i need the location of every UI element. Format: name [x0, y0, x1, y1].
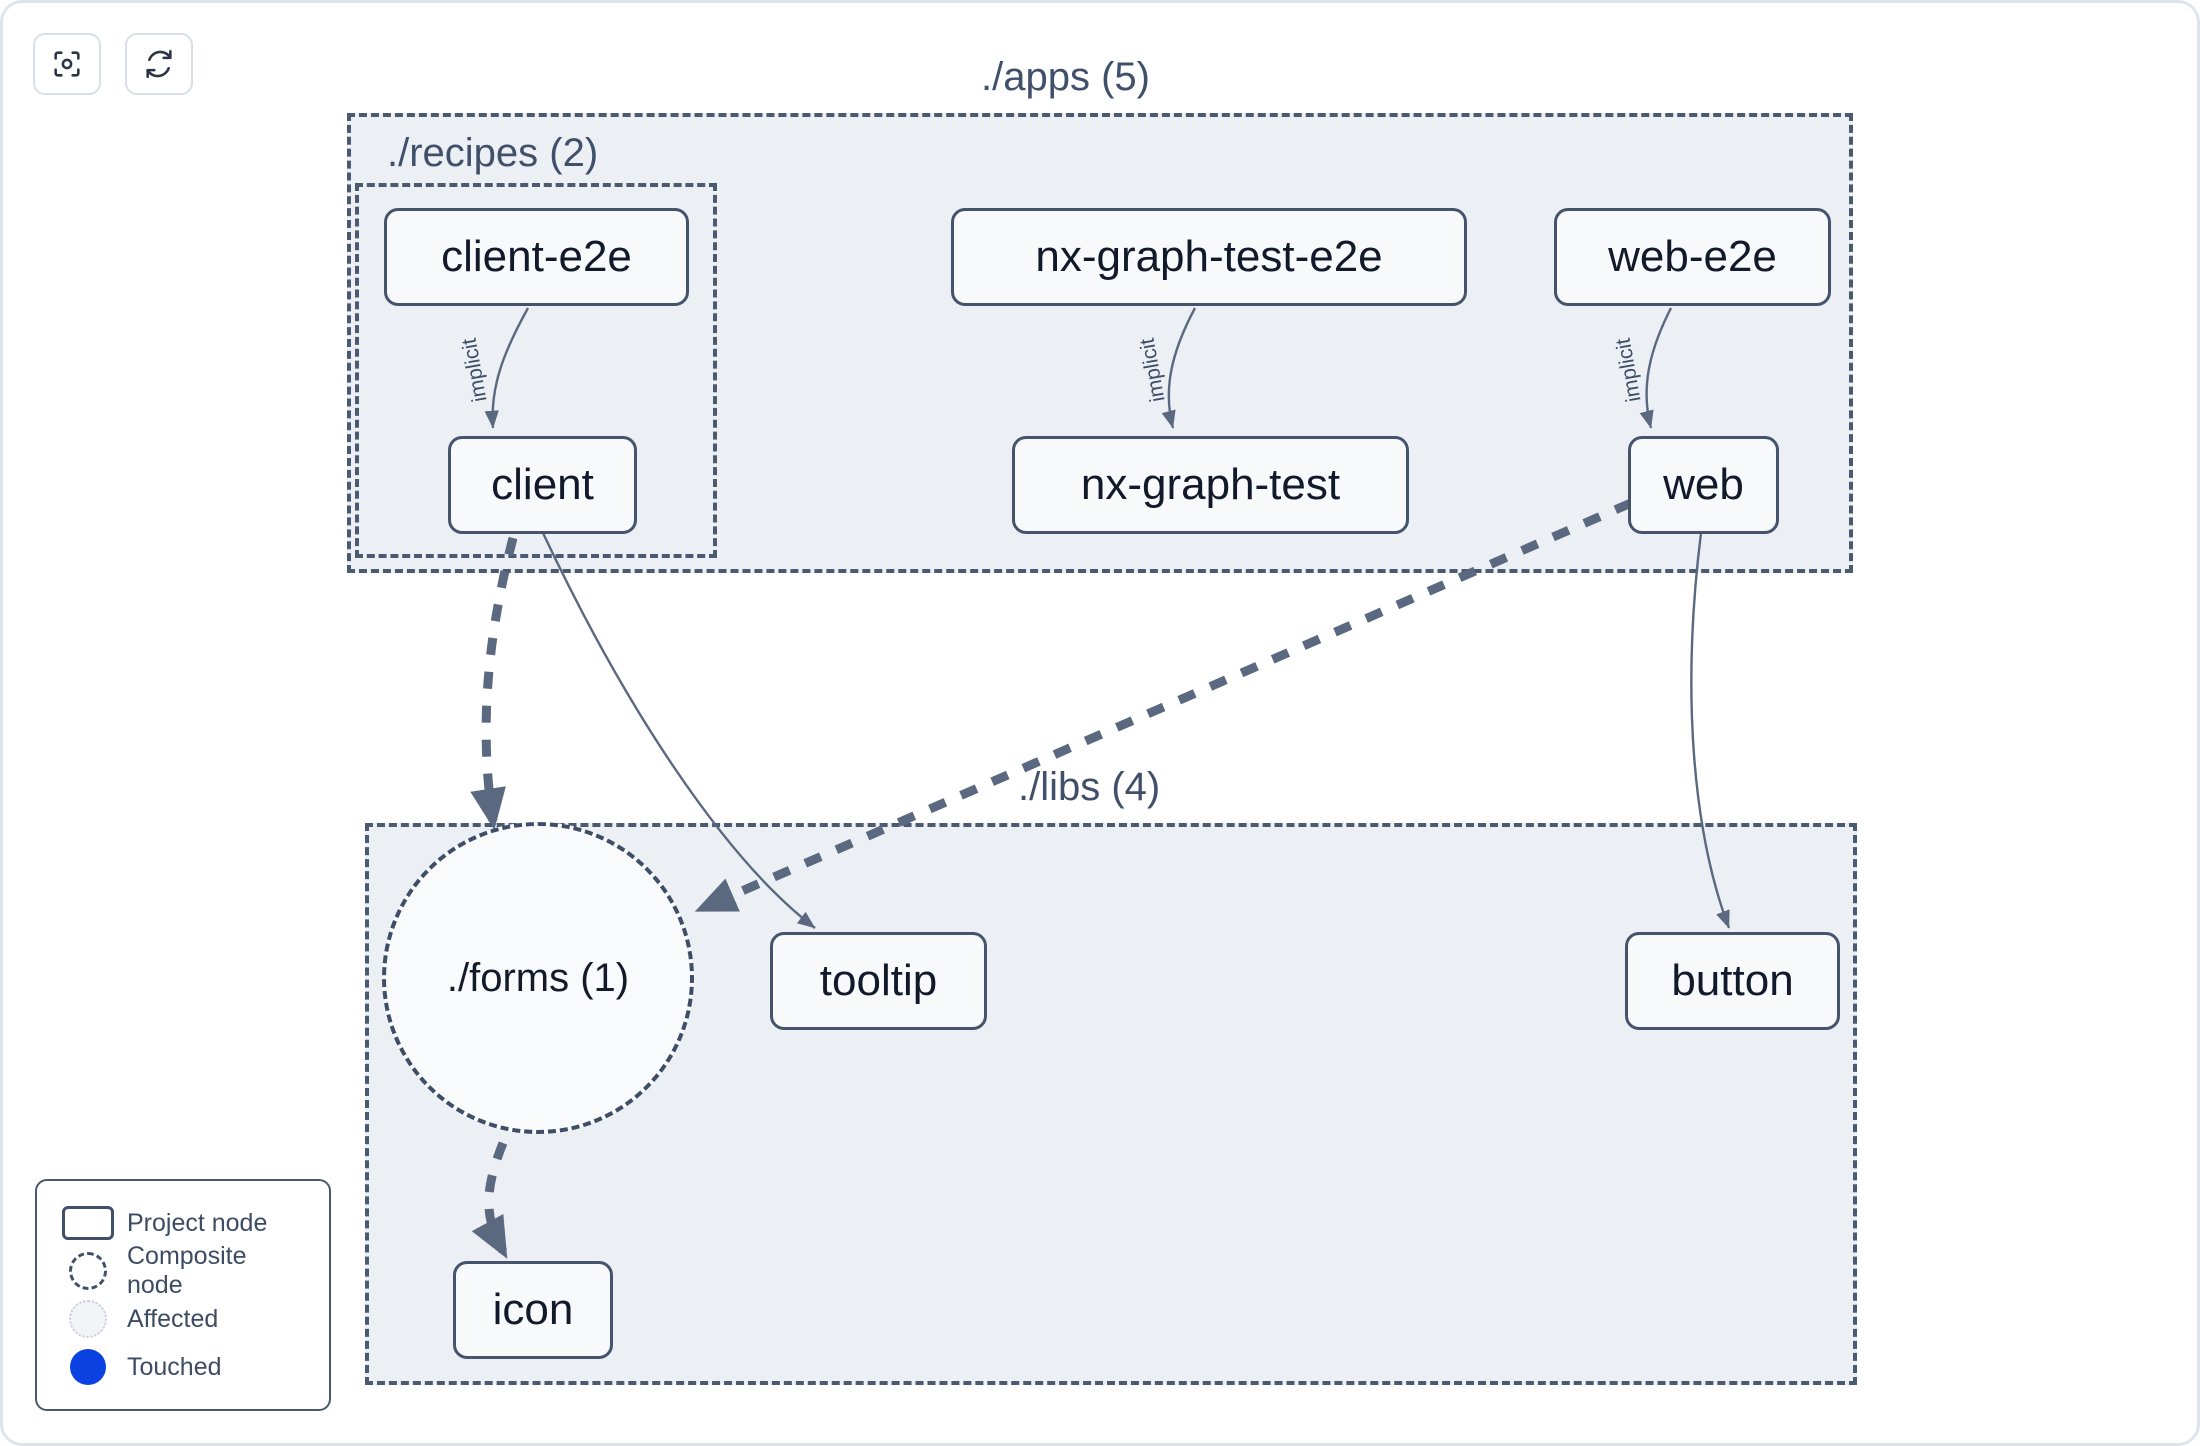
node-web-e2e[interactable]: web-e2e: [1554, 208, 1831, 306]
refresh-sync-icon: [142, 47, 176, 81]
project-node-swatch: [57, 1206, 119, 1240]
touched-swatch: [57, 1349, 119, 1385]
node-client[interactable]: client: [448, 436, 637, 534]
node-button[interactable]: button: [1625, 932, 1840, 1030]
node-web[interactable]: web: [1628, 436, 1779, 534]
legend-label-project-node: Project node: [127, 1208, 268, 1237]
node-icon[interactable]: icon: [453, 1261, 613, 1359]
legend-label-composite-node: Composite node: [127, 1242, 247, 1299]
legend-label-touched: Touched: [127, 1352, 222, 1381]
affected-swatch: [57, 1300, 119, 1338]
node-tooltip[interactable]: tooltip: [770, 932, 987, 1030]
focus-target-icon: [50, 47, 84, 81]
legend-item-touched: Touched: [57, 1343, 309, 1391]
legend-item-composite-node: Composite node: [57, 1242, 309, 1299]
legend-item-project-node: Project node: [57, 1199, 309, 1247]
group-apps-label: ./apps (5): [971, 55, 1160, 100]
refresh-graph-button[interactable]: [125, 33, 193, 95]
graph-legend: Project node Composite node Affected Tou…: [35, 1179, 331, 1411]
node-nx-graph-test-e2e[interactable]: nx-graph-test-e2e: [951, 208, 1467, 306]
node-client-e2e[interactable]: client-e2e: [384, 208, 689, 306]
group-recipes-label: ./recipes (2): [377, 131, 609, 176]
graph-toolbar: [33, 33, 193, 95]
composite-node-swatch: [57, 1252, 119, 1290]
focus-graph-button[interactable]: [33, 33, 101, 95]
legend-label-affected: Affected: [127, 1304, 219, 1333]
node-nx-graph-test[interactable]: nx-graph-test: [1012, 436, 1409, 534]
group-libs-label: ./libs (4): [1008, 765, 1171, 810]
legend-item-affected: Affected: [57, 1295, 309, 1343]
edge-client-to-forms: [470, 536, 518, 830]
node-forms[interactable]: ./forms (1): [382, 822, 694, 1134]
